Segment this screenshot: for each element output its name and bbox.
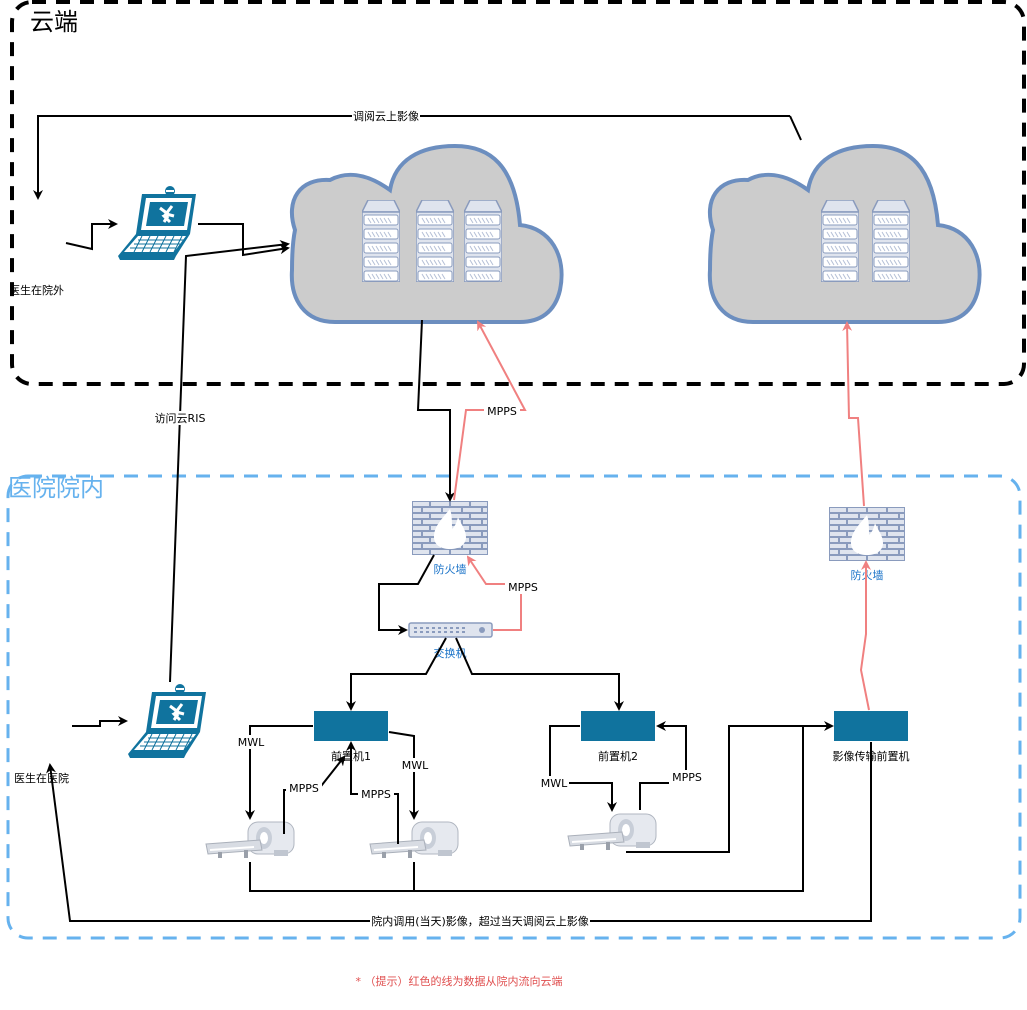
label-view-cloud: 调阅云上影像: [353, 110, 419, 123]
scanner-2-icon: [369, 821, 459, 859]
edge-labels: 调阅云上影像 访问云RIS MPPS MPPS MWL MPPS MPPS MW…: [154, 109, 705, 928]
cloud-left: [289, 143, 564, 324]
edge-in-hospital: [46, 742, 872, 922]
label-mpps-c: MPPS: [672, 771, 702, 784]
firewall-1-label: 防火墙: [434, 562, 467, 576]
label-in-hospital: 院内调用(当天)影像，超过当天调阅云上影像: [371, 914, 589, 928]
scanner-1-icon: [205, 821, 295, 859]
edge-firewall2-cloud: [842, 321, 865, 507]
gateway-2-label: 前置机2: [598, 749, 638, 763]
edge-mwl-a: [245, 725, 313, 820]
laptop-outside-icon: [118, 186, 198, 262]
hospital-zone-title: 医院院内: [8, 474, 104, 502]
scanner-3-icon: [567, 813, 657, 851]
firewall-1-icon: [412, 501, 488, 555]
edge-scanner3-gw3: [626, 721, 834, 853]
firewall-2-icon: [829, 507, 905, 561]
hospital-zone: [6, 474, 1022, 940]
gateway-2: [581, 711, 655, 741]
label-mpps-b: MPPS: [361, 788, 391, 801]
edge-view-cloud: [33, 115, 790, 200]
edge-view-cloud-tail: [789, 115, 802, 141]
edge-switch-gw2: [455, 637, 624, 711]
edge-mwl-b: [388, 731, 419, 820]
switch-icon: [408, 622, 493, 638]
edge-cloud-firewall: [416, 319, 455, 502]
label-mpps-a: MPPS: [289, 782, 319, 795]
edge-mpps-a: [283, 755, 346, 834]
doctor-outside-label: 医生在院外: [9, 283, 64, 297]
edge-firewall-switch: [378, 554, 435, 635]
label-mpps-switch: MPPS: [508, 581, 538, 594]
switch-label: 交换机: [434, 646, 467, 660]
edge-doctor-inside: [72, 716, 128, 727]
cloud-zone: [10, 0, 1026, 386]
gateway-3: [834, 711, 908, 741]
gateway-1: [314, 711, 388, 741]
laptop-inside-icon: [128, 684, 208, 760]
edge-switch-gw1: [346, 637, 447, 711]
edge-scanners-gw3: [249, 726, 804, 892]
edge-access-ris: [169, 239, 290, 683]
doctor-inside-label: 医生在医院: [14, 771, 69, 785]
legend-note: * （提示）红色的线为数据从院内流向云端: [356, 974, 563, 988]
edge-doctor-outside: [65, 219, 118, 251]
label-mwl-a: MWL: [238, 736, 265, 749]
cloud-zone-title: 云端: [30, 8, 78, 36]
label-mpps-cloud: MPPS: [487, 405, 517, 418]
cloud-right: [707, 143, 982, 324]
label-mwl-b: MWL: [402, 759, 429, 772]
edge-laptop-cloud: [198, 223, 290, 257]
label-access-ris: 访问云RIS: [155, 412, 206, 425]
label-mwl-c: MWL: [541, 777, 568, 790]
edge-gw3-firewall2: [859, 560, 871, 711]
